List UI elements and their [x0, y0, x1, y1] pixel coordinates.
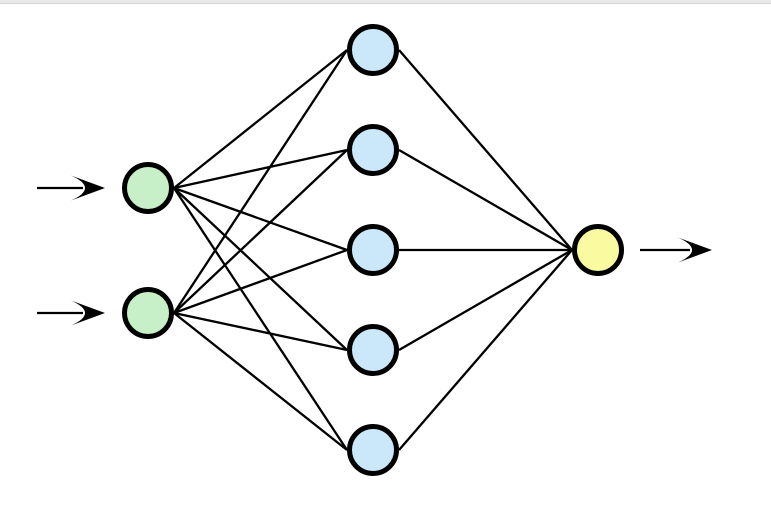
connection-line-input-1-to-hidden-4: [173, 312, 348, 451]
input-arrow-2: [37, 300, 105, 326]
edges-layer: [173, 49, 573, 451]
input-arrow-1-head-icon: [71, 175, 105, 201]
connection-line-input-1-to-hidden-2: [173, 248, 348, 315]
hidden-node-4: [347, 324, 399, 376]
output-node-1: [572, 224, 624, 276]
hidden-node-3: [347, 224, 399, 276]
connection-line-input-0-to-hidden-2: [173, 186, 348, 252]
output-arrow-head-icon: [678, 237, 712, 263]
connection-line-input-0-to-hidden-4: [173, 187, 348, 451]
input-node-1: [122, 162, 174, 214]
connection-line-input-0-to-hidden-3: [173, 187, 348, 351]
window-top-strip: [0, 0, 771, 4]
connection-line-hidden-1-to-output-0: [398, 149, 573, 251]
connection-line-input-1-to-hidden-0: [173, 49, 348, 314]
hidden-node-1: [347, 24, 399, 76]
input-arrow-2-head-icon: [71, 300, 105, 326]
connection-line-input-0-to-hidden-1: [173, 148, 348, 190]
hidden-node-5: [347, 424, 399, 476]
hidden-node-2: [347, 124, 399, 176]
input-arrow-1: [37, 175, 105, 201]
connection-line-hidden-4-to-output-0: [398, 249, 573, 451]
arrows-layer: [37, 175, 712, 326]
input-node-2: [122, 287, 174, 339]
connection-line-input-1-to-hidden-3: [173, 311, 348, 352]
connection-line-hidden-3-to-output-0: [398, 249, 573, 351]
nodes-layer: [122, 24, 624, 476]
connection-line-input-1-to-hidden-1: [173, 149, 348, 314]
connection-line-hidden-0-to-output-0: [398, 49, 573, 251]
output-arrow: [640, 237, 712, 263]
connection-line-input-0-to-hidden-0: [173, 49, 348, 189]
